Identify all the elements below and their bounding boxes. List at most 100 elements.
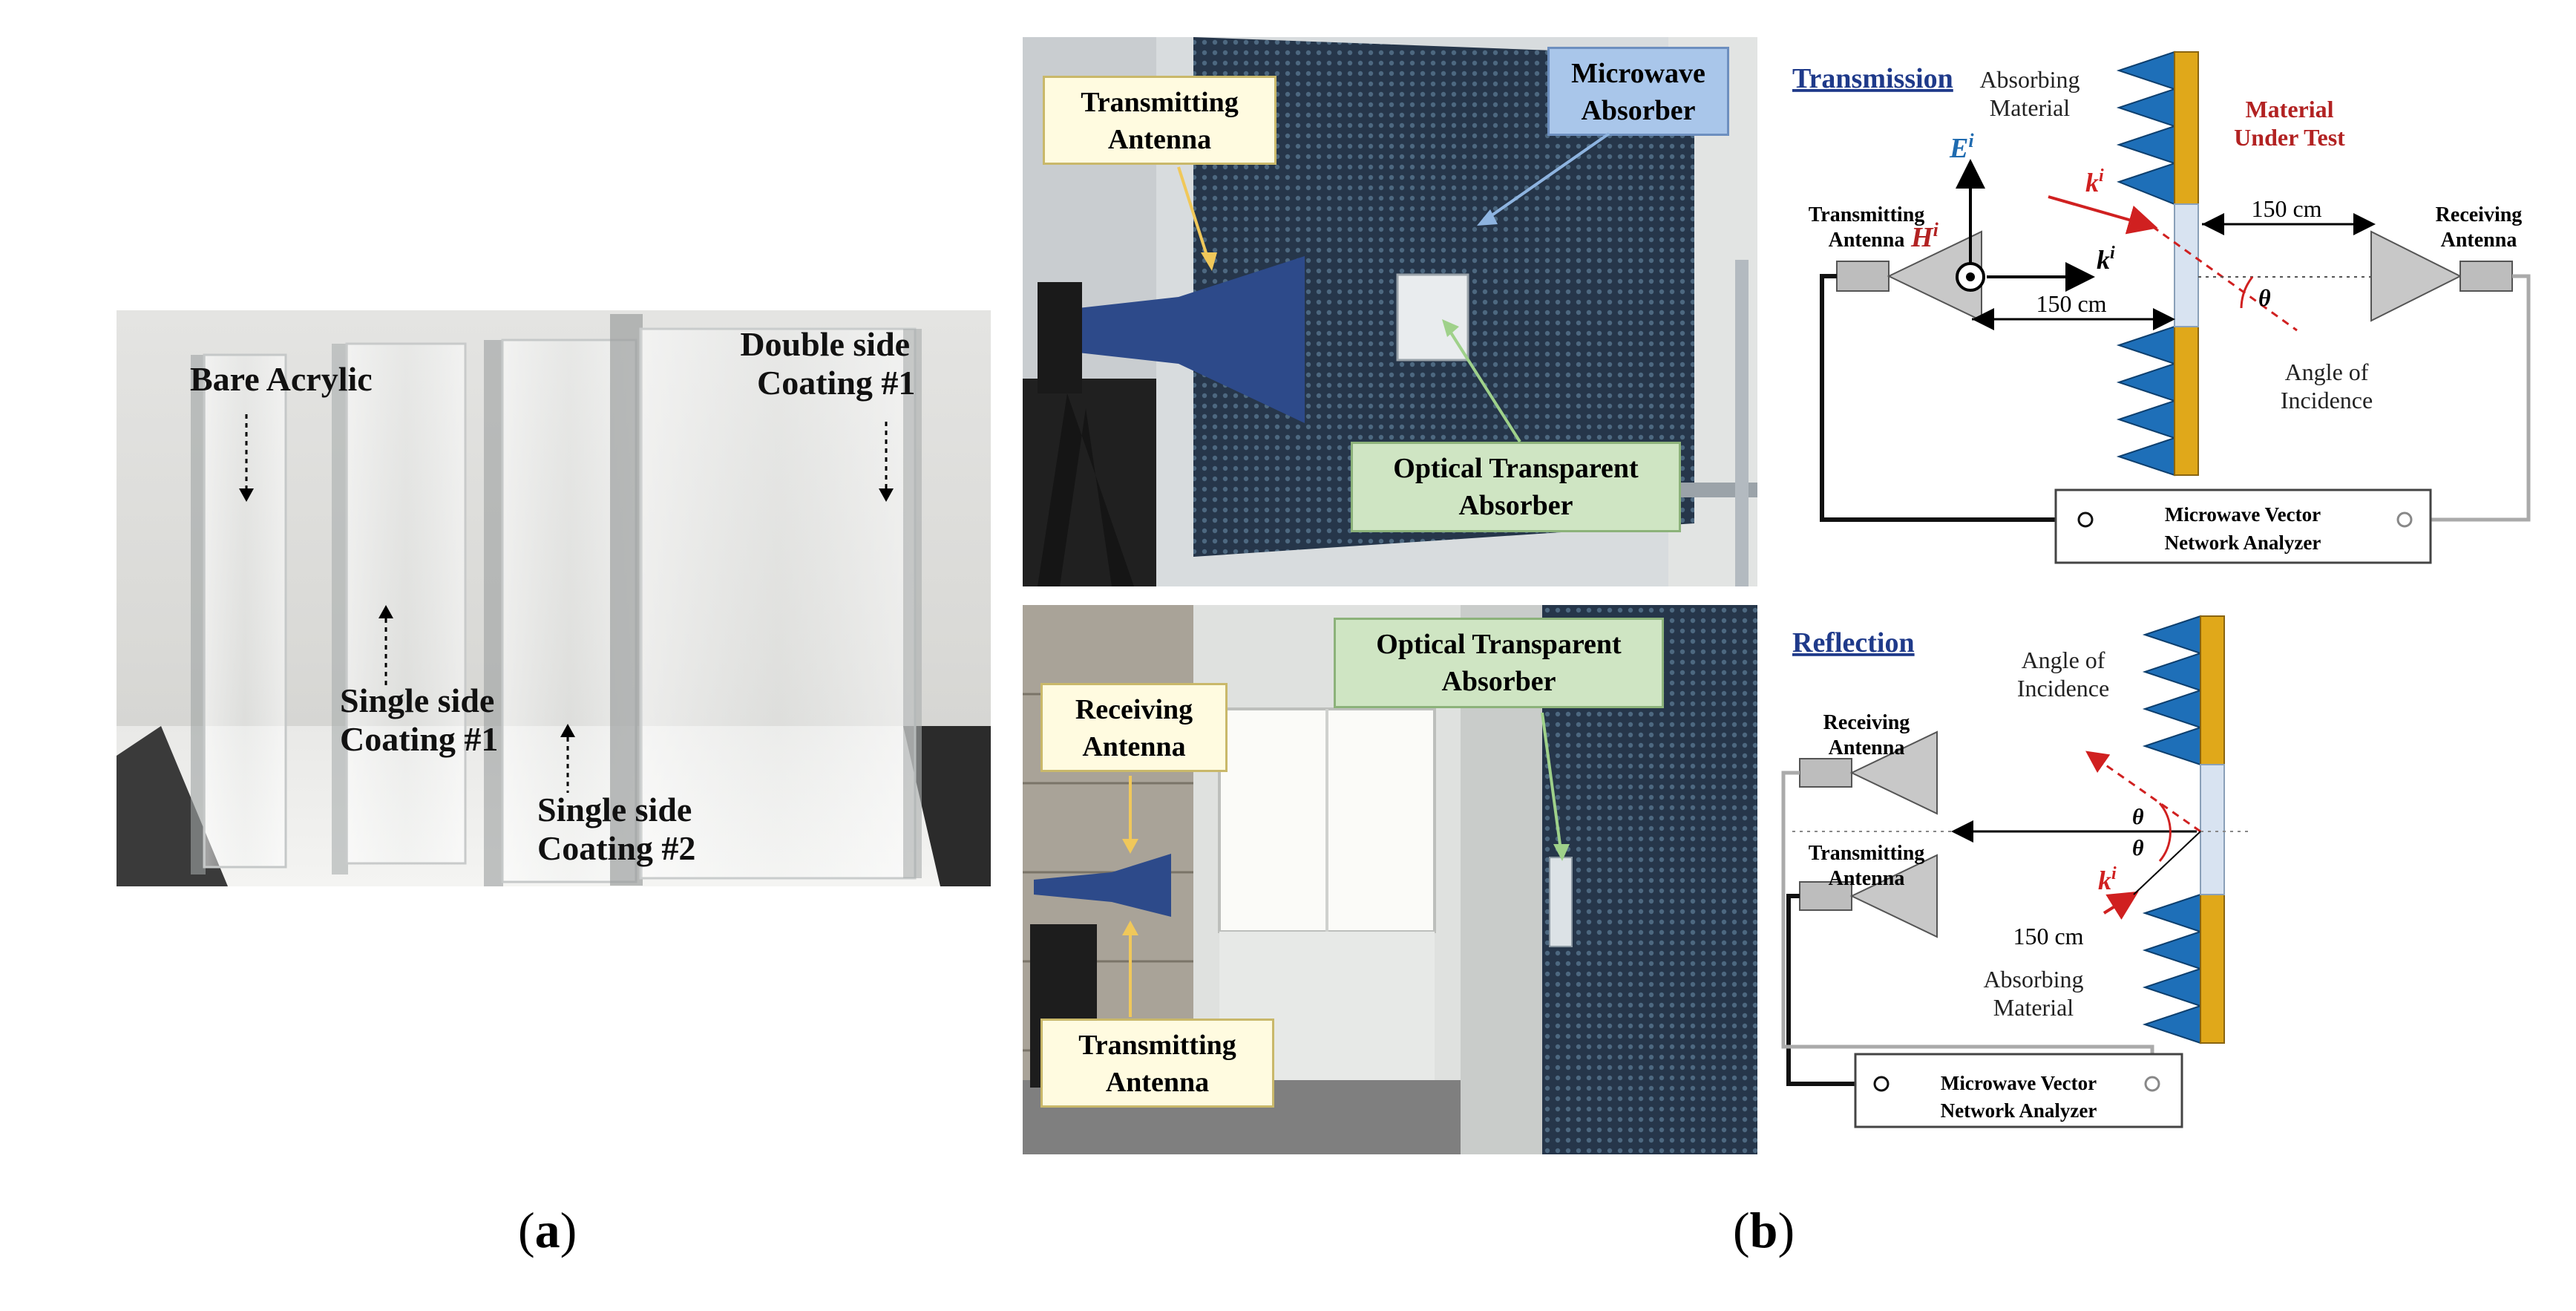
reflected-wave-arrow	[2085, 751, 2201, 833]
transmitting-antenna	[1799, 854, 1938, 938]
reflection-title: Reflection	[1792, 627, 1915, 658]
arrow-icon	[1442, 319, 1459, 337]
angle-incidence-label: Incidence	[2281, 387, 2373, 413]
vna-label: Network Analyzer	[1941, 1099, 2097, 1122]
theta-label: θ	[2132, 836, 2144, 860]
label-single-side-coating-2: Single side Coating #2	[537, 791, 695, 868]
absorber-wall	[2142, 615, 2225, 1044]
incident-wave-arrow	[2048, 195, 2158, 235]
theta-label: θ	[2132, 805, 2144, 829]
label-line: Double side	[740, 325, 911, 363]
label-line: Absorber	[1581, 95, 1696, 126]
absorbing-material-label: Absorbing	[1979, 66, 2080, 93]
arrow-down-icon	[239, 488, 254, 502]
label-line: Optical Transparent	[1376, 629, 1622, 660]
bare-acrylic-slab	[191, 353, 287, 874]
rx-cable	[2431, 274, 2531, 522]
rx-cable	[1781, 771, 2154, 1084]
label-microwave-absorber: Microwave Absorber	[1547, 47, 1729, 136]
label-line: Coating #1	[757, 364, 916, 402]
acrylic-samples-photo	[117, 310, 991, 886]
label-optical-transparent-absorber-bottom: Optical Transparent Absorber	[1334, 618, 1664, 708]
material-under-test-label: Material	[2245, 96, 2333, 122]
receiving-antenna	[1799, 730, 1938, 815]
label-line: Antenna	[1107, 124, 1212, 155]
rx-antenna-label: Receiving	[2436, 203, 2523, 226]
label-line: Absorber	[1441, 666, 1556, 697]
angle-incidence-label: Angle of	[2022, 647, 2105, 673]
h-field-label: Hi	[1910, 219, 1939, 253]
material-under-test	[2200, 764, 2225, 895]
label-line: Single side	[340, 681, 495, 719]
vna-label: Network Analyzer	[2165, 532, 2321, 554]
absorbing-material-label: Material	[1990, 94, 2071, 121]
vna-label: Microwave Vector	[1941, 1072, 2097, 1094]
vna-box	[2054, 488, 2432, 564]
label-line: Transmitting	[1078, 1030, 1236, 1061]
label-optical-transparent-absorber-top: Optical Transparent Absorber	[1351, 442, 1681, 532]
label-line: Receiving	[1075, 694, 1193, 725]
absorbing-material-label: Absorbing	[1983, 966, 2083, 993]
e-field-label: Ei	[1949, 130, 1974, 164]
theta-label: θ	[2258, 284, 2271, 311]
arrow-icon	[1201, 252, 1217, 271]
label-line: Antenna	[1082, 731, 1186, 762]
caption-b: (b)	[1733, 1202, 1795, 1258]
label-line: Coating #1	[340, 720, 499, 758]
caption-letter: a	[534, 1202, 560, 1258]
absorber-wall	[2116, 50, 2199, 477]
incident-wave-arrow	[2103, 891, 2139, 920]
double-side-coating-1-slab	[610, 314, 922, 886]
label-transmitting-antenna-bottom: Transmitting Antenna	[1040, 1019, 1274, 1108]
material-under-test-label: Under Test	[2234, 124, 2345, 151]
angle-arc	[2158, 802, 2172, 862]
tx-antenna-label: Transmitting	[1809, 203, 1925, 226]
tx-antenna-label: Antenna	[1829, 229, 1905, 252]
absorbing-material-label: Material	[1993, 994, 2074, 1021]
reflection-diagram: Reflection Angle of Incidence Receiving …	[1781, 615, 2252, 1128]
distance-label: 150 cm	[2013, 923, 2083, 949]
label-single-side-coating-1: Single side Coating #1	[340, 681, 498, 759]
rx-antenna-label: Antenna	[2441, 229, 2517, 252]
arrow-icon	[1477, 209, 1498, 226]
label-line: Coating #2	[537, 829, 696, 867]
arrow-down-icon	[879, 488, 894, 502]
material-under-test	[2174, 203, 2199, 327]
vna-label: Microwave Vector	[2165, 503, 2321, 526]
label-line: Transmitting	[1081, 87, 1239, 118]
k-incident-label: ki	[2085, 166, 2104, 197]
label-line: Absorber	[1458, 490, 1573, 521]
vna-box	[1854, 1053, 2183, 1128]
label-bare-acrylic: Bare Acrylic	[190, 360, 373, 398]
label-double-side-coating-1: Double side Coating #1	[735, 325, 915, 402]
label-transmitting-antenna-top: Transmitting Antenna	[1043, 76, 1276, 165]
distance-right-label: 150 cm	[2251, 195, 2321, 222]
top-photo-pointers	[1177, 132, 1610, 443]
transmission-title: Transmission	[1792, 63, 1953, 94]
tx-antenna-label: Transmitting	[1809, 842, 1925, 865]
k-vector-label: ki	[2097, 243, 2115, 275]
label-line: Single side	[537, 791, 692, 828]
tx-cable	[1786, 894, 1881, 1086]
arrow-icon	[1553, 844, 1570, 861]
k-incident-label: ki	[2098, 864, 2117, 895]
transmission-diagram: Transmission Absorbing Material Material…	[1792, 50, 2531, 564]
caption-a: (a)	[518, 1202, 577, 1258]
arrow-icon	[1122, 921, 1138, 935]
angle-arc	[2240, 276, 2254, 309]
label-line: Optical Transparent	[1393, 453, 1639, 484]
angle-incidence-label: Angle of	[2285, 359, 2369, 385]
label-receiving-antenna-bottom: Receiving Antenna	[1040, 683, 1228, 772]
label-line: Microwave	[1571, 58, 1705, 89]
rx-antenna-label: Receiving	[1823, 711, 1910, 734]
caption-letter: b	[1749, 1202, 1778, 1258]
bottom-photo-pointers	[1122, 712, 1570, 1017]
distance-left-label: 150 cm	[2036, 290, 2106, 317]
label-line: Antenna	[1105, 1067, 1210, 1098]
angle-incidence-label: Incidence	[2017, 675, 2109, 702]
arrow-up-icon	[560, 724, 575, 737]
single-side-coating-1-slab	[332, 342, 467, 874]
arrow-icon	[1122, 839, 1138, 854]
arrow-up-icon	[378, 605, 393, 618]
tx-cable	[1820, 274, 2085, 522]
